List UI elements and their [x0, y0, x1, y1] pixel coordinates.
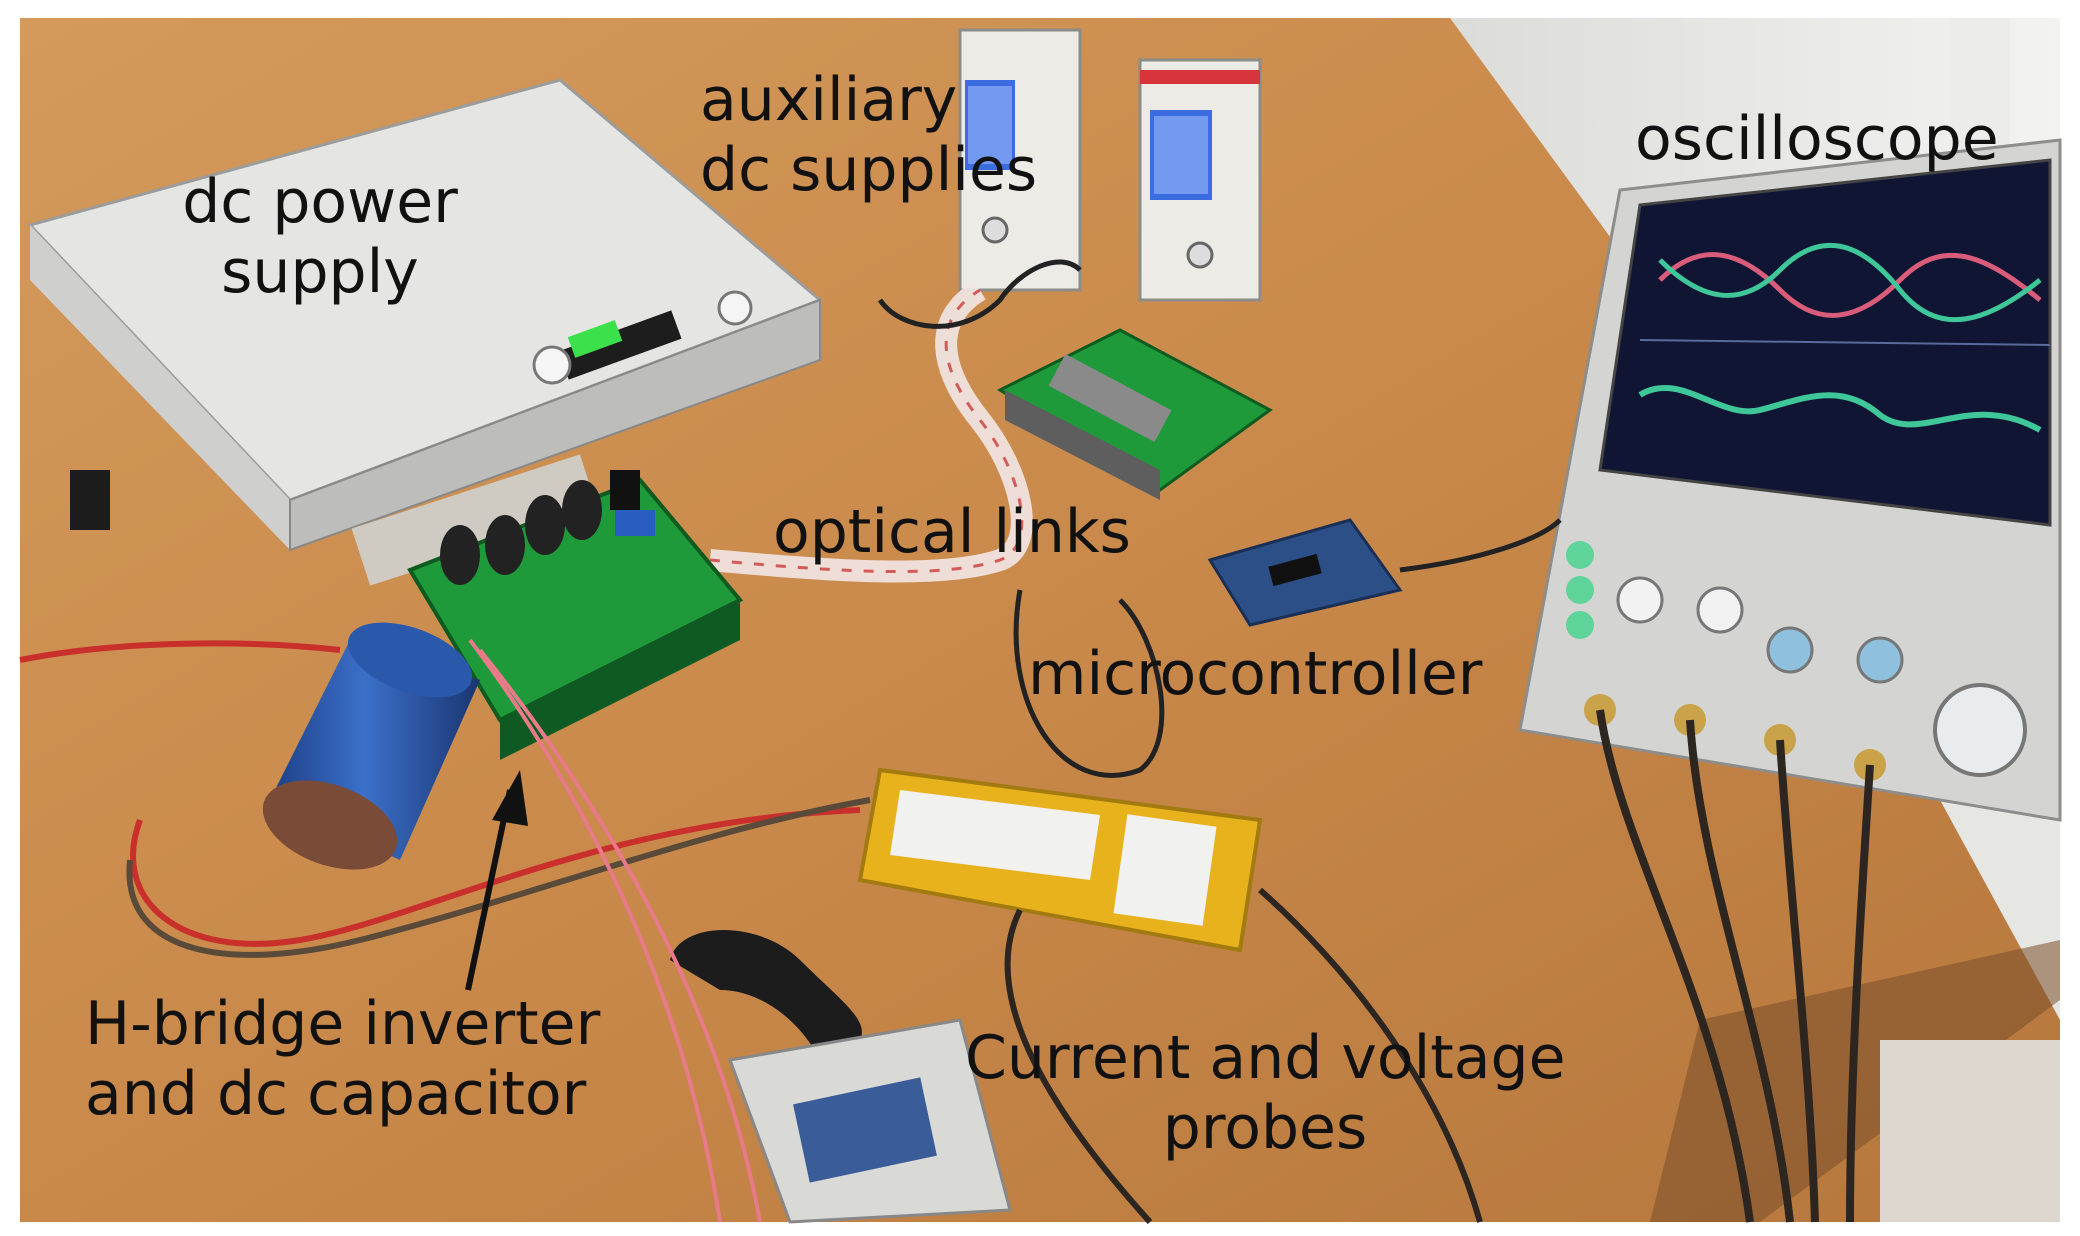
aux-supply-left [958, 28, 1082, 292]
label-line: and dc capacitor [85, 1058, 587, 1129]
label-optical-links: optical links [773, 497, 1131, 567]
label-line: probes [1162, 1092, 1368, 1163]
label-line: H-bridge inverter [85, 989, 601, 1059]
label-line: Current and voltage [965, 1023, 1566, 1093]
label-line: dc supplies [700, 134, 1038, 205]
dc-capacitor [262, 622, 480, 870]
h-bridge-board [407, 470, 744, 760]
oscilloscope [1518, 138, 2062, 822]
label-oscilloscope: oscilloscope [1635, 104, 1999, 174]
wires [19, 259, 1562, 1225]
label-current-voltage-probes: Current and voltage probes [965, 1023, 1566, 1163]
voltage-probe [857, 767, 1263, 953]
label-h-bridge: H-bridge inverter and dc capacitor [85, 989, 601, 1129]
scope-probe-cables [1596, 709, 1874, 1223]
label-microcontroller: microcontroller [1028, 639, 1483, 709]
label-line: dc power [182, 167, 458, 237]
label-line: supply [221, 236, 419, 307]
scope-trace-green [1658, 242, 2042, 323]
dc-power-supply [27, 78, 823, 586]
scope-trace-bottom [1638, 385, 2042, 433]
driver-board [996, 328, 1273, 500]
floor-corner [1880, 1040, 2060, 1222]
label-auxiliary-dc-supplies: auxiliary dc supplies [700, 65, 1038, 205]
microcontroller-board [1207, 518, 1403, 627]
annotation-arrow [465, 770, 528, 991]
scope-trace-red [1658, 252, 2042, 318]
label-dc-power-supply: dc power supply [170, 167, 470, 307]
label-line: auxiliary [700, 65, 958, 135]
aux-supply-right [1138, 58, 1262, 302]
current-clamp [670, 930, 1012, 1224]
